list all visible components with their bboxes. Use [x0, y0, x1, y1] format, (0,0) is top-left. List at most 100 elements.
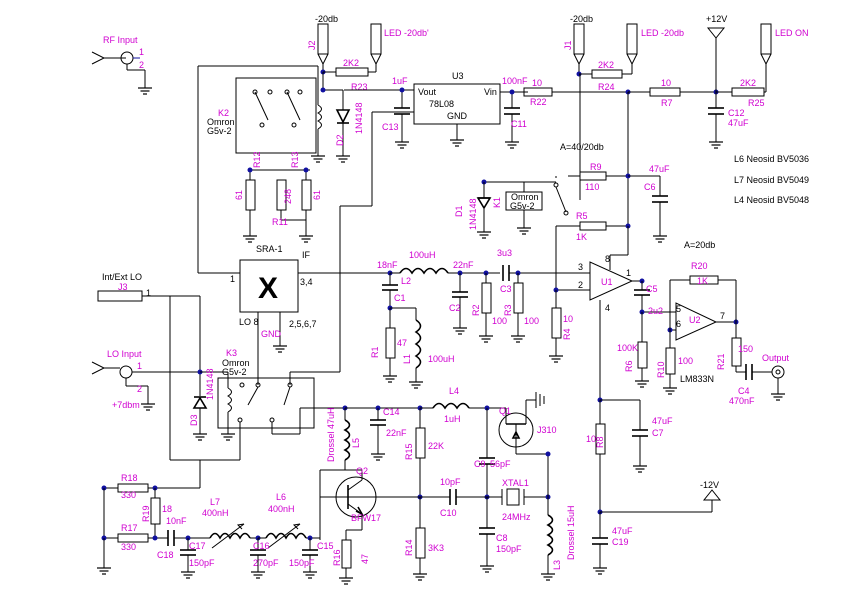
c19-label: C19: [612, 537, 629, 547]
xtal1-label: XTAL1: [502, 478, 529, 488]
c18-value: 10nF: [166, 516, 187, 526]
note-l4: L4 Neosid BV5048: [734, 195, 809, 205]
r25-value: 2K2: [740, 78, 756, 88]
k3-label: K3: [226, 348, 237, 358]
note-l7: L7 Neosid BV5049: [734, 175, 809, 185]
r21-value: 150: [738, 344, 753, 354]
k1-label: K1: [492, 197, 502, 208]
c1-value: 18nF: [377, 260, 398, 270]
l6-value: 400nH: [268, 504, 295, 514]
minus12v-label: -12V: [700, 480, 719, 490]
u2-pin5: 5: [676, 304, 681, 314]
drossel-47-label: Drossel 47uH: [326, 407, 336, 462]
l4-label: L4: [449, 386, 459, 396]
c16-label: C16: [253, 541, 270, 551]
mixer-gnd-label: GND: [261, 329, 282, 339]
r18-value: 330: [121, 490, 136, 500]
r17-value: 330: [121, 542, 136, 552]
j310-label: J310: [537, 425, 557, 435]
r3-value: 100: [524, 316, 539, 326]
d2-type: 1N4148: [354, 102, 364, 134]
l2-label: L2: [401, 276, 411, 286]
u2-label: U2: [689, 315, 701, 325]
l1-label: L1: [402, 354, 412, 364]
gain-a20-label: A=20db: [684, 240, 715, 250]
c3-value: 3u3: [497, 248, 512, 258]
r16-label: R16: [332, 549, 342, 566]
lo-pin1: 1: [137, 361, 142, 371]
q2-label: Q2: [356, 466, 368, 476]
lo-lowpass-filter: [96, 460, 321, 579]
r5-value: 1K: [576, 232, 587, 242]
r4-value: 10: [563, 314, 573, 324]
r19-value: 18: [162, 504, 172, 514]
r24-label: R24: [598, 82, 615, 92]
c4-label: C4: [738, 386, 750, 396]
xtal-value: 24MHz: [502, 512, 531, 522]
q1-label: Q1: [499, 406, 511, 416]
rf-input-connector: [91, 51, 153, 95]
r4-label: R4: [562, 328, 572, 340]
r18-label: R18: [121, 473, 138, 483]
r13-label: R13: [290, 151, 300, 168]
r19-label: R19: [141, 505, 151, 522]
c2-label: C2: [449, 303, 461, 313]
r14-value: 3K3: [428, 543, 444, 553]
l6-label: L6: [276, 492, 286, 502]
lo-input-connector: [91, 361, 200, 411]
j1-level: -20db: [570, 14, 593, 24]
u1-label: U1: [601, 277, 613, 287]
c14-label: C14: [383, 407, 400, 417]
r9-label: R9: [590, 162, 602, 172]
led-20db-prime-label: LED -20db': [384, 28, 429, 38]
j1-supply-group: [573, 23, 772, 255]
rf-pin1: 1: [139, 47, 144, 57]
mixer-pin1: 1: [230, 274, 235, 284]
j1-label: J1: [563, 40, 573, 50]
sra1-mixer: [197, 66, 390, 375]
r25-label: R25: [748, 98, 765, 108]
r10-value: 100: [678, 356, 693, 366]
r21-label: R21: [716, 353, 726, 370]
r11-value: 248: [283, 189, 293, 204]
c16-value: 270pF: [253, 558, 279, 568]
k2-label: K2: [218, 108, 229, 118]
k3-brand: Omron: [222, 358, 250, 368]
c8-label: C8: [496, 533, 508, 543]
u1-pin4: 4: [605, 303, 610, 313]
c17-label: C17: [189, 541, 206, 551]
c15-value: 150pF: [289, 558, 315, 568]
d3-type: 1N4148: [205, 368, 215, 400]
r15-value: 22K: [428, 441, 444, 451]
u1-pin1: 1: [626, 268, 631, 278]
k3-type: G5v-2: [222, 367, 247, 377]
c8-value: 150pF: [496, 544, 522, 554]
c12-label: C12: [728, 108, 745, 118]
c7-value: 47uF: [652, 416, 673, 426]
c1-label: C1: [394, 293, 406, 303]
r17-label: R17: [121, 523, 138, 533]
r22-label: R22: [530, 97, 547, 107]
led-on-label: LED ON: [775, 28, 809, 38]
r23-value: 2K2: [343, 58, 359, 68]
l7-label: L7: [210, 497, 220, 507]
c7-label: C7: [652, 428, 664, 438]
c10-label: C10: [440, 508, 457, 518]
negative-supply: [592, 397, 722, 575]
c13-value: 1uF: [392, 76, 408, 86]
lo-pin2: 2: [137, 384, 142, 394]
r1-label: R1: [370, 346, 380, 358]
u1-pin3: 3: [578, 262, 583, 272]
u2-output-stage: [634, 275, 786, 401]
c17-value: 150pF: [189, 558, 215, 568]
u3-gnd: GND: [447, 111, 468, 121]
c2u2-value: 2u2: [648, 306, 663, 316]
plus12v-label: +12V: [706, 14, 727, 24]
l3-label: L3: [552, 560, 562, 570]
c10-value: 10pF: [440, 477, 461, 487]
c19-value: 47uF: [612, 526, 633, 536]
relay-k1-gain: [476, 171, 668, 290]
relay-k3: [169, 111, 414, 461]
r20-value: 1K: [697, 276, 708, 286]
